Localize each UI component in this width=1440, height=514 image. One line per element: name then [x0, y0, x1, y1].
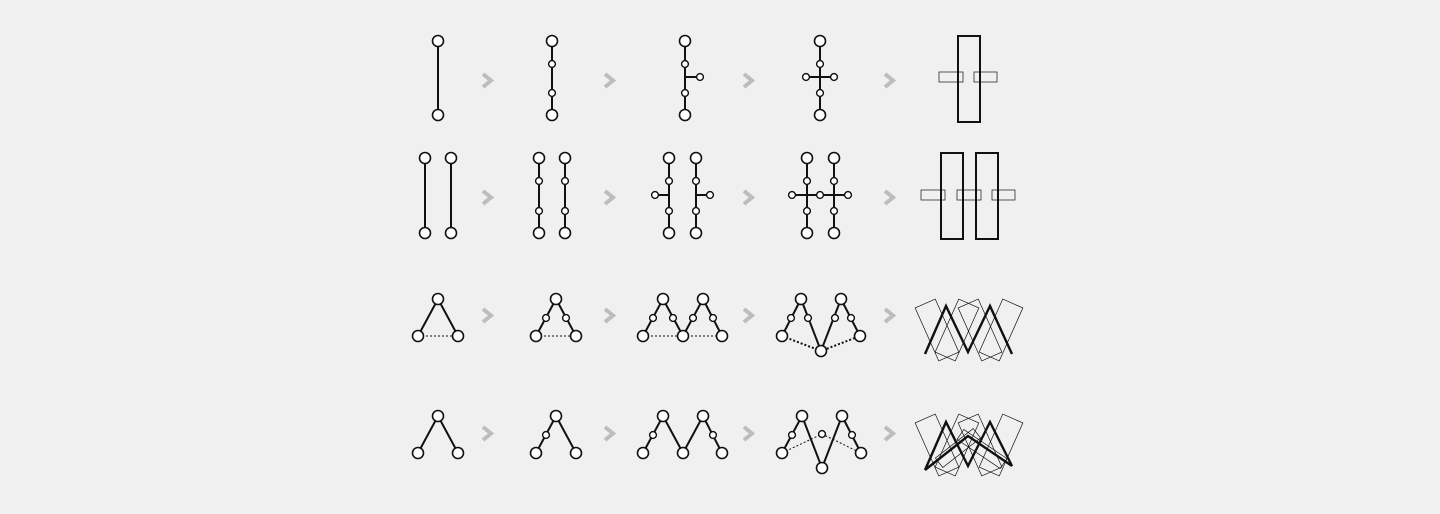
- chevron-right-icon: [742, 307, 756, 324]
- row-single-chain: [431, 34, 998, 123]
- stage-5-bones: [920, 152, 1016, 240]
- chevron-right-icon: [883, 307, 897, 324]
- stage-2-graph: [529, 292, 583, 343]
- stage-1-graph: [418, 151, 458, 240]
- stage-3-graph: [650, 151, 715, 240]
- stage-4-graph: [775, 292, 867, 358]
- stage-4-graph: [787, 151, 853, 240]
- chevron-right-icon: [883, 425, 897, 442]
- chevron-right-icon: [481, 189, 495, 206]
- chevron-right-icon: [742, 425, 756, 442]
- stage-5-bones: [914, 413, 1024, 477]
- chevron-right-icon: [603, 72, 617, 89]
- stage-3-graph: [678, 34, 705, 122]
- chevron-right-icon: [603, 307, 617, 324]
- chevron-right-icon: [883, 189, 897, 206]
- stage-5-bones: [938, 35, 998, 123]
- chevron-right-icon: [742, 189, 756, 206]
- stage-2-graph: [529, 409, 583, 460]
- stage-4-graph: [801, 34, 839, 122]
- chevron-right-icon: [481, 307, 495, 324]
- row-open-inverted-v: [411, 409, 1024, 477]
- stage-5-bones: [914, 298, 1024, 362]
- chevron-right-icon: [742, 72, 756, 89]
- chevron-right-icon: [481, 425, 495, 442]
- stage-1-graph: [431, 34, 445, 122]
- stage-2-graph: [532, 151, 572, 240]
- chevron-right-icon: [481, 72, 495, 89]
- chevron-right-icon: [883, 72, 897, 89]
- row-closed-triangle: [411, 292, 1024, 362]
- stage-4-graph: [775, 409, 868, 475]
- stage-2-graph: [545, 34, 559, 122]
- stage-3-graph: [636, 409, 729, 460]
- stage-1-graph: [411, 409, 465, 460]
- row-double-chain: [418, 151, 1016, 240]
- chevron-right-icon: [603, 425, 617, 442]
- chevron-right-icon: [603, 189, 617, 206]
- stage-3-graph: [636, 292, 729, 343]
- stage-1-graph: [411, 292, 465, 343]
